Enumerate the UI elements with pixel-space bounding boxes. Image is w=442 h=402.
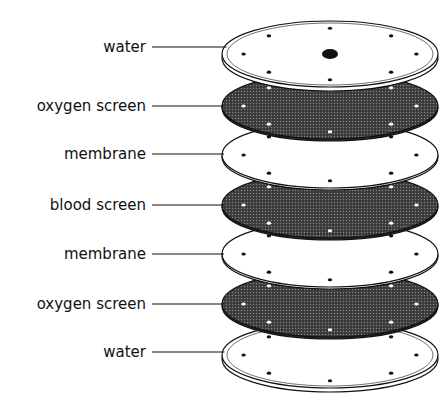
part-label: blood screen [48,196,148,214]
part-label: oxygen screen [35,97,148,115]
disc [222,122,438,190]
part-label: water [101,38,148,56]
leader-line [152,47,226,48]
leader-line [152,106,224,107]
leader-line [152,254,224,255]
disc [222,172,438,240]
part-label: membrane [62,245,148,263]
part-label: water [101,343,148,361]
disc [222,271,438,339]
disc [222,21,438,91]
disc [222,221,438,289]
leader-line [152,304,224,305]
part-label: oxygen screen [35,295,148,313]
leader-line [152,352,224,353]
part-label: membrane [62,145,148,163]
leader-line [152,154,224,155]
leader-line [152,205,224,206]
